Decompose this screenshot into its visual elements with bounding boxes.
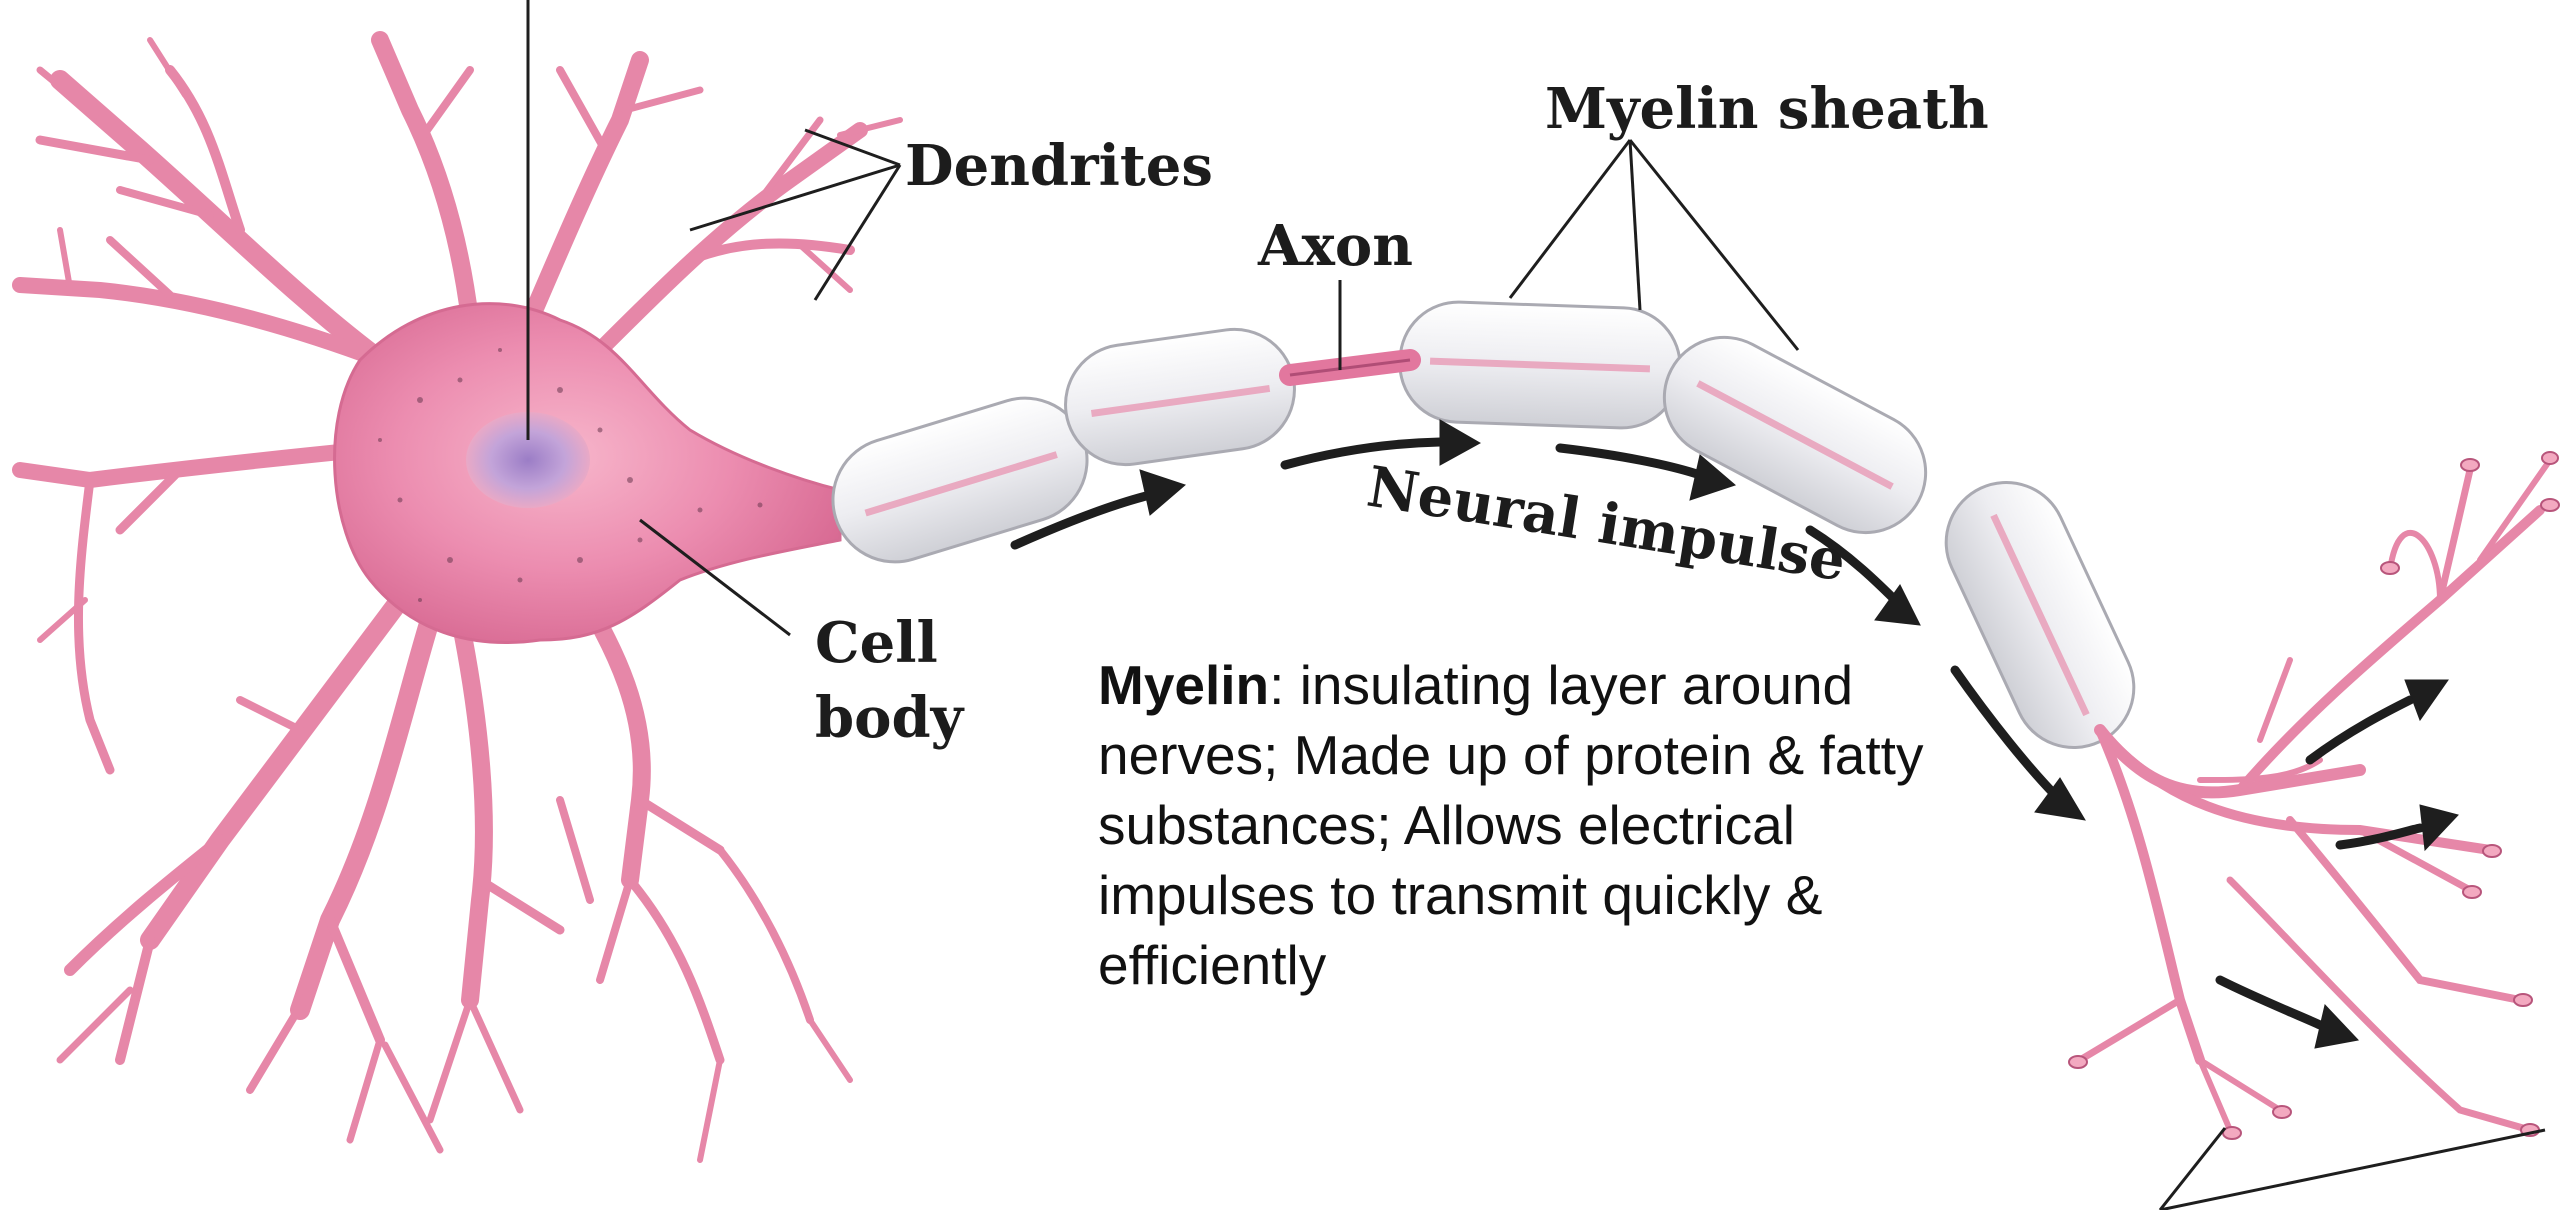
axon-terminals (2080, 460, 2550, 1130)
myelin-note-term: Myelin (1098, 654, 1269, 716)
label-myelin-sheath: Myelin sheath (1545, 76, 1989, 142)
label-cell-body-line2: body (815, 685, 965, 751)
label-cell-body-line1: Cell (815, 610, 938, 676)
label-axon: Axon (1257, 213, 1413, 279)
leader-lines (528, 0, 2545, 1210)
label-dendrites: Dendrites (905, 133, 1213, 199)
myelin-note: Myelin: insulating layer around nerves; … (1098, 650, 1938, 1000)
